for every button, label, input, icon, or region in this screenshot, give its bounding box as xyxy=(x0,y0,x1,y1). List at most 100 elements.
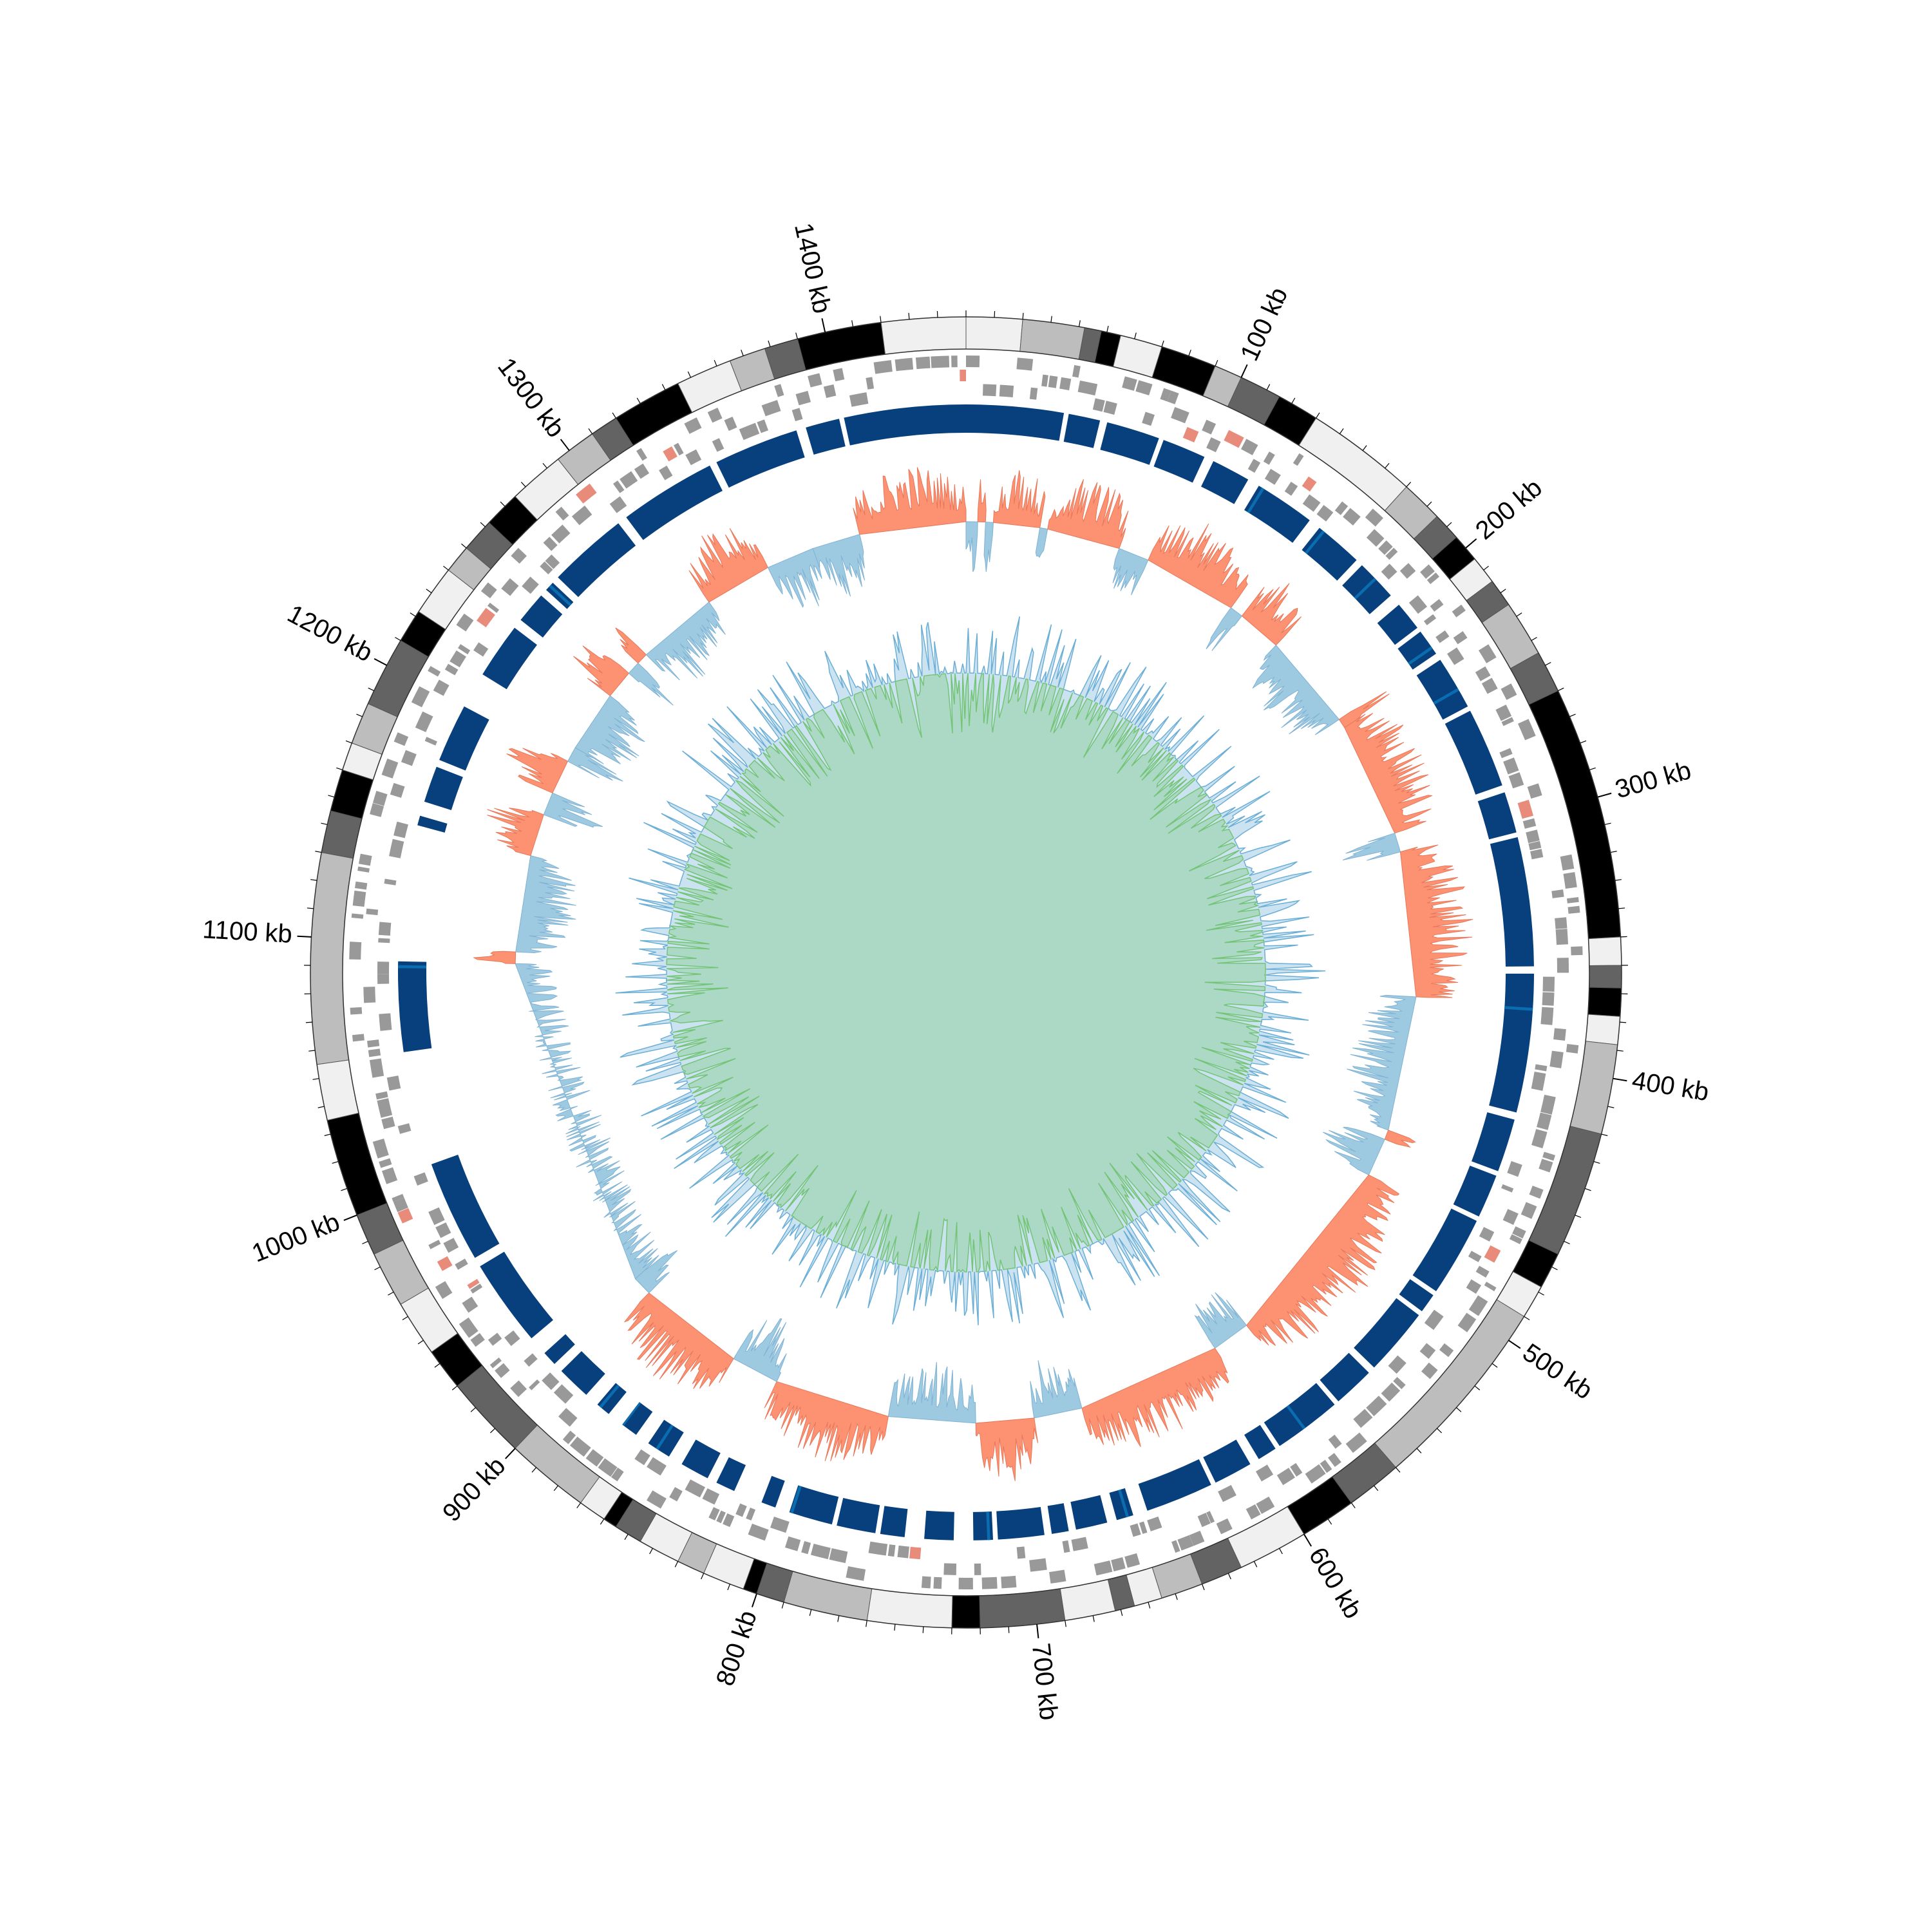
minor-tick xyxy=(368,687,375,692)
gene-feature xyxy=(529,1379,540,1390)
block-segment xyxy=(544,1334,575,1364)
gene-feature xyxy=(381,1116,395,1130)
gene-feature xyxy=(958,1577,973,1590)
minor-tick xyxy=(317,1106,325,1108)
gene-feature xyxy=(1343,507,1361,526)
block-segment xyxy=(1063,413,1101,448)
block-segment xyxy=(681,1439,721,1479)
gene-feature xyxy=(540,561,553,574)
gene-feature xyxy=(459,1317,478,1338)
gene-feature xyxy=(909,1546,922,1560)
gene-feature xyxy=(795,390,811,406)
block-segment xyxy=(1047,1503,1069,1534)
skew-negative-area xyxy=(983,522,994,573)
band-segment xyxy=(1587,987,1622,1017)
block-segment xyxy=(1138,1459,1211,1511)
block-highlight xyxy=(1408,646,1433,665)
band-segment xyxy=(1588,936,1622,967)
gene-feature xyxy=(389,838,404,858)
gene-feature xyxy=(576,483,597,504)
tick-label: 1400 kb xyxy=(789,220,837,316)
minor-tick xyxy=(1551,1266,1558,1271)
skew-negative-area xyxy=(1347,994,1417,1131)
minor-tick xyxy=(636,397,641,404)
gene-feature xyxy=(1479,1227,1495,1242)
gene-feature xyxy=(620,471,638,489)
minor-tick xyxy=(1545,661,1551,666)
block-segment xyxy=(482,627,537,690)
gene-feature xyxy=(462,1296,478,1313)
gene-feature xyxy=(542,1372,560,1390)
block-segment xyxy=(424,766,463,810)
minor-tick xyxy=(1350,1502,1356,1509)
block-segment xyxy=(1302,527,1357,581)
band-segment xyxy=(1589,965,1622,989)
gene-feature xyxy=(1167,390,1179,404)
skew-positive-area xyxy=(764,1381,889,1462)
gene-feature xyxy=(810,1544,831,1560)
gene-feature xyxy=(1466,1279,1482,1294)
gene-feature xyxy=(433,679,450,696)
minor-tick xyxy=(489,1428,495,1434)
band-segment xyxy=(1298,417,1407,511)
major-tick xyxy=(1303,1533,1312,1547)
block-segment xyxy=(1453,1166,1497,1217)
minor-tick xyxy=(701,1573,705,1580)
block-segment xyxy=(789,1485,839,1525)
gene-feature xyxy=(558,1408,578,1427)
minor-tick xyxy=(1564,1240,1570,1245)
skew-negative-area xyxy=(1030,1360,1083,1419)
block-highlight xyxy=(790,1485,802,1514)
major-tick xyxy=(751,1593,757,1607)
gene-feature xyxy=(1426,573,1439,585)
block-segment xyxy=(1377,605,1417,645)
minor-tick xyxy=(1406,482,1412,488)
gene-feature xyxy=(1502,1209,1519,1226)
gene-feature xyxy=(1059,377,1072,391)
major-tick xyxy=(374,658,388,667)
gene-feature xyxy=(1206,437,1221,453)
skew-negative-area xyxy=(515,855,576,953)
major-tick xyxy=(297,935,312,938)
gene-feature xyxy=(1481,677,1498,694)
block-highlight xyxy=(656,1424,674,1450)
major-tick xyxy=(1508,1340,1521,1349)
gene-feature xyxy=(1484,1245,1501,1263)
band-segment xyxy=(615,383,693,446)
minor-tick xyxy=(866,1620,867,1627)
block-segment xyxy=(626,465,723,540)
gene-feature xyxy=(349,942,362,960)
gene-feature xyxy=(355,881,368,890)
gene-feature xyxy=(352,1034,365,1042)
gene-feature xyxy=(1468,1295,1488,1316)
gene-feature xyxy=(1041,374,1048,387)
block-highlight xyxy=(1247,488,1265,513)
skew-negative-area xyxy=(1342,833,1401,861)
block-segment xyxy=(431,1155,500,1258)
gene-feature xyxy=(369,1058,384,1078)
minor-tick xyxy=(356,714,363,717)
minor-tick xyxy=(1538,1291,1544,1296)
gene-feature xyxy=(1385,547,1398,560)
gene-feature xyxy=(444,663,459,676)
gene-feature xyxy=(401,750,417,766)
gene-feature xyxy=(702,1488,720,1505)
band-segment xyxy=(1059,1578,1116,1621)
gene-feature xyxy=(1029,387,1038,400)
gene-feature xyxy=(966,355,980,368)
gene-feature xyxy=(1139,1521,1148,1534)
minor-tick xyxy=(1456,1407,1462,1412)
gene-feature xyxy=(1501,717,1514,726)
gene-feature xyxy=(1435,630,1450,643)
minor-tick xyxy=(402,1316,408,1321)
block-segment xyxy=(1244,486,1310,543)
skew-negative-area xyxy=(628,662,674,706)
gene-feature xyxy=(613,480,625,493)
gene-feature xyxy=(1245,1504,1261,1520)
minor-tick xyxy=(1437,1428,1443,1434)
gene-feature xyxy=(467,1278,480,1289)
gene-feature xyxy=(735,1503,747,1517)
minor-tick xyxy=(1557,687,1564,692)
tick-label: 300 kb xyxy=(1612,756,1694,804)
gene-feature xyxy=(1529,1186,1544,1199)
